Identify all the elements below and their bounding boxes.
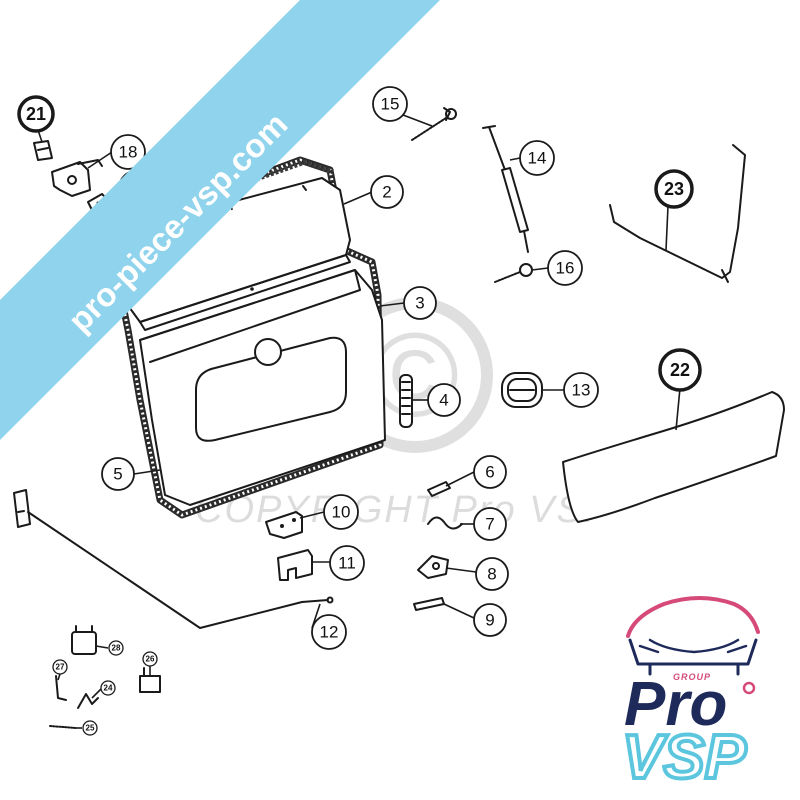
part-8-latch	[417, 555, 449, 579]
callout-3: 3	[403, 286, 437, 320]
part-9-rod	[413, 597, 445, 611]
callout-7-label: 7	[485, 515, 494, 534]
callout-24-label: 24	[104, 684, 113, 693]
callout-13: 13	[563, 372, 599, 408]
callout-2: 2	[370, 175, 404, 209]
callout-21-label: 21	[26, 104, 46, 124]
copyright-watermark-symbol: ©	[371, 308, 459, 442]
callout-13-label: 13	[572, 381, 591, 400]
part-26-box	[139, 667, 161, 693]
callout-5-label: 5	[113, 465, 122, 484]
callout-16: 16	[547, 250, 583, 286]
part-14-gas-strut	[482, 125, 529, 253]
part-27-pin	[55, 675, 67, 701]
callout-26-label: 26	[146, 655, 155, 664]
callout-11: 11	[329, 545, 365, 581]
callout-22: 22	[658, 348, 702, 392]
callout-16-label: 16	[556, 259, 575, 278]
part-6-clip	[427, 481, 451, 497]
callout-15: 15	[372, 86, 408, 122]
callout-3-label: 3	[415, 294, 424, 313]
part-13-badge	[501, 372, 543, 408]
callout-25-label: 25	[86, 724, 95, 733]
callout-28: 28	[108, 640, 124, 656]
callout-10: 10	[323, 494, 359, 530]
callout-11-label: 11	[338, 554, 356, 573]
logo-dot-icon	[742, 681, 756, 695]
part-21-plate	[33, 140, 53, 161]
callout-18-label: 18	[119, 143, 138, 162]
callout-5: 5	[101, 457, 135, 491]
part-28-module	[71, 625, 97, 655]
callout-23: 23	[654, 169, 694, 209]
pro-vsp-logo: GROUP Pro VSP	[620, 596, 760, 794]
part-7-spring-clip	[427, 516, 463, 530]
callout-7: 7	[473, 507, 507, 541]
part-15-screw	[411, 107, 457, 141]
callout-14: 14	[519, 140, 555, 176]
callout-15-label: 15	[381, 95, 400, 114]
part-22-trim-strip	[562, 391, 785, 523]
part-25-screw	[49, 725, 77, 729]
callout-6: 6	[473, 455, 507, 489]
callout-9-label: 9	[485, 611, 494, 630]
logo-line-1: Pro	[624, 670, 727, 739]
callout-12: 12	[311, 614, 347, 650]
callout-22-label: 22	[670, 360, 690, 380]
callout-27-label: 27	[56, 663, 65, 672]
callout-28-label: 28	[112, 644, 121, 653]
callout-24: 24	[100, 680, 116, 696]
callout-6-label: 6	[485, 463, 494, 482]
callout-8-label: 8	[487, 565, 496, 584]
callout-8: 8	[475, 557, 509, 591]
callout-10-label: 10	[332, 503, 351, 522]
callout-27: 27	[52, 659, 68, 675]
logo-line-2: VSP	[622, 723, 747, 792]
part-24-clip	[77, 693, 99, 709]
part-1-glass-seal	[109, 159, 334, 233]
logo-group-label: GROUP	[673, 672, 711, 682]
callout-2-label: 2	[382, 183, 391, 202]
part-18-striker	[51, 159, 103, 197]
callout-4-label: 4	[439, 391, 448, 410]
website-banner-band	[0, 0, 440, 440]
callout-18: 18	[110, 134, 146, 170]
part-4-light-strip	[399, 374, 413, 428]
part-3-tailgate-panel	[139, 269, 386, 506]
callout-26: 26	[142, 651, 158, 667]
callout-14-label: 14	[528, 149, 547, 168]
copyright-watermark: © COPYRIGHT Pro VSP	[195, 297, 611, 531]
part-10-hinge	[265, 511, 303, 539]
part-11-hinge-bracket	[277, 549, 313, 581]
callout-23-label: 23	[664, 179, 684, 199]
callout-9: 9	[473, 603, 507, 637]
callout-25: 25	[82, 720, 98, 736]
callout-12-label: 12	[320, 623, 339, 642]
callout-4: 4	[427, 383, 461, 417]
copyright-watermark-text: COPYRIGHT Pro VSP	[195, 489, 611, 531]
part-12-release-cable	[13, 489, 334, 629]
part-23-cable	[609, 144, 746, 283]
callout-21: 21	[17, 95, 55, 133]
logo-car-icon	[626, 596, 760, 676]
part-16-bolt	[494, 263, 533, 283]
